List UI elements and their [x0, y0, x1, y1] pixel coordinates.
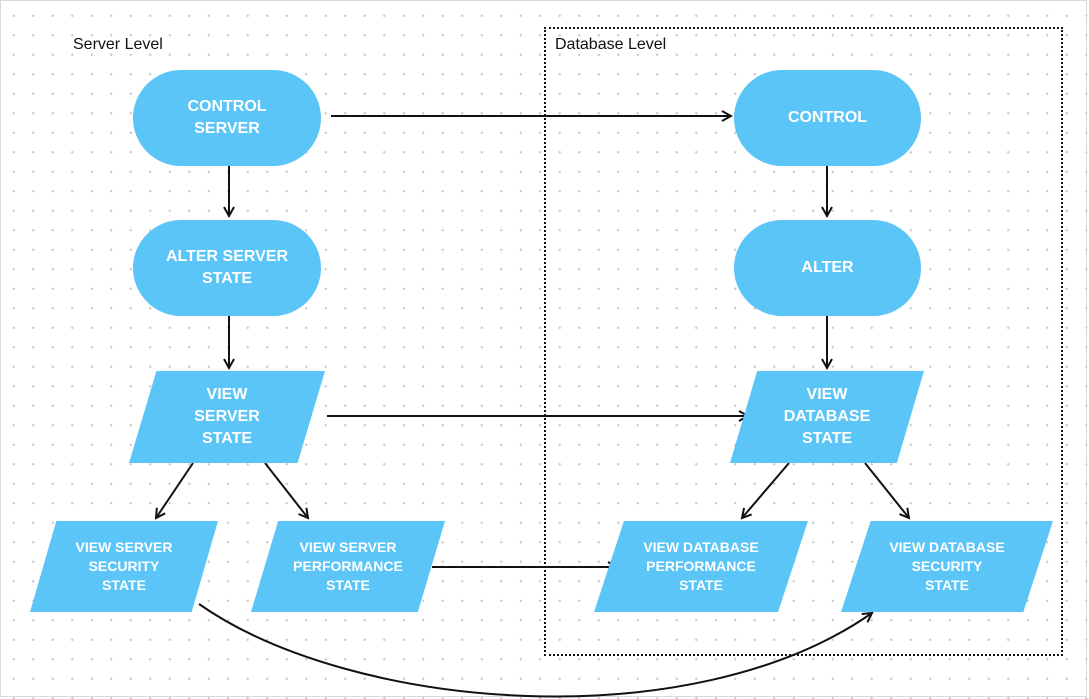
- database-level-container: [544, 27, 1063, 656]
- node-view-database-security-state[interactable]: VIEW DATABASE SECURITY STATE: [841, 521, 1053, 612]
- node-alter-label: ALTER: [801, 259, 854, 276]
- node-view-server-state-label: VIEW SERVER STATE: [194, 386, 260, 447]
- node-control[interactable]: CONTROL: [734, 70, 921, 166]
- node-view-server-security-state-label: VIEW SERVER SECURITY STATE: [75, 539, 173, 593]
- edge-view-server-state-to-performance: [264, 462, 308, 518]
- node-view-database-state-label: VIEW DATABASE STATE: [783, 386, 871, 447]
- node-view-server-security-state[interactable]: VIEW SERVER SECURITY STATE: [30, 521, 218, 612]
- node-view-database-security-state-label: VIEW DATABASE SECURITY STATE: [889, 539, 1005, 593]
- node-view-database-performance-state-label: VIEW DATABASE PERFORMANCE STATE: [643, 539, 759, 593]
- server-level-label: Server Level: [73, 36, 163, 53]
- node-control-label: CONTROL: [787, 109, 868, 126]
- node-alter-server-state[interactable]: ALTER SERVER STATE: [133, 220, 321, 316]
- database-level-label: Database Level: [555, 36, 667, 53]
- node-view-database-state[interactable]: VIEW DATABASE STATE: [730, 371, 924, 463]
- edge-view-database-state-to-security: [864, 462, 909, 518]
- node-control-server-label: CONTROL SERVER: [187, 98, 267, 137]
- edge-view-database-state-to-performance: [742, 462, 790, 518]
- node-view-server-performance-state-label: VIEW SERVER PERFORMANCE STATE: [293, 539, 403, 593]
- edge-server-security-to-database-security: [198, 603, 872, 698]
- node-view-server-performance-state[interactable]: VIEW SERVER PERFORMANCE STATE: [251, 521, 445, 612]
- node-view-server-state[interactable]: VIEW SERVER STATE: [129, 371, 325, 463]
- node-alter-server-state-label: ALTER SERVER STATE: [165, 248, 289, 287]
- node-view-database-performance-state[interactable]: VIEW DATABASE PERFORMANCE STATE: [594, 521, 808, 612]
- node-control-server[interactable]: CONTROL SERVER: [133, 70, 321, 166]
- node-alter[interactable]: ALTER: [734, 220, 921, 316]
- edge-view-server-state-to-security: [156, 462, 194, 518]
